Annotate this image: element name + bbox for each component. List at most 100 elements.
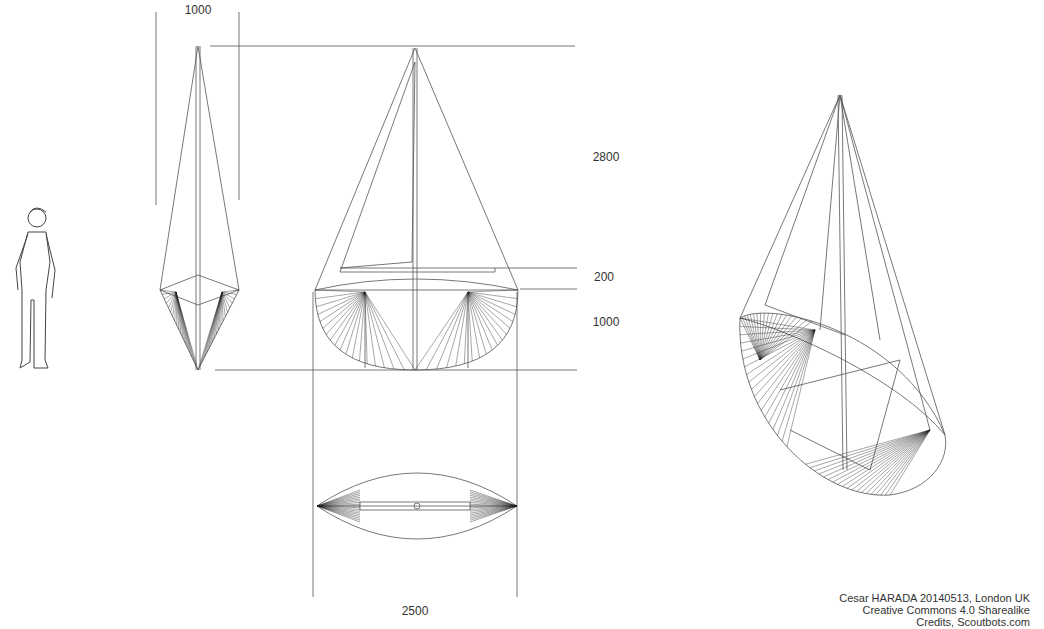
rigging-line bbox=[222, 290, 239, 292]
human-figure bbox=[16, 208, 55, 368]
rigging-line bbox=[773, 330, 815, 429]
rigging-line bbox=[470, 506, 517, 517]
rigging-line bbox=[470, 501, 517, 506]
rigging-line bbox=[365, 292, 415, 370]
rigging-line bbox=[426, 292, 468, 370]
rigging-line bbox=[317, 499, 360, 506]
rigging-line bbox=[470, 506, 517, 518]
rigging-line bbox=[468, 292, 498, 345]
rigging-line bbox=[317, 506, 360, 518]
rigging-line bbox=[753, 314, 760, 360]
rigging-line bbox=[468, 292, 510, 328]
rigging-line bbox=[323, 292, 365, 328]
rigging-line bbox=[814, 430, 930, 471]
rigging-line bbox=[365, 292, 404, 370]
rigging-line bbox=[470, 492, 517, 506]
rigging-line bbox=[470, 499, 517, 506]
rigging-line bbox=[176, 292, 198, 370]
rigging-line bbox=[468, 292, 517, 307]
rigging-line bbox=[317, 490, 360, 506]
rigging-line bbox=[317, 506, 360, 517]
rigging-line bbox=[346, 292, 365, 354]
rigging-line bbox=[760, 313, 773, 360]
rigging-line bbox=[468, 292, 502, 340]
rigging-line bbox=[470, 506, 517, 522]
credit-text: Cesar HARADA 20140513, London UK bbox=[839, 592, 1030, 604]
rigging-line bbox=[760, 313, 764, 360]
rigging-line bbox=[340, 292, 365, 350]
rigging-line bbox=[222, 292, 223, 321]
rigging-line bbox=[470, 506, 517, 520]
rigging-line bbox=[352, 292, 365, 358]
dimension-label: 2800 bbox=[591, 150, 622, 164]
rigging-line bbox=[175, 292, 176, 321]
rigging-line bbox=[468, 292, 507, 334]
side-view bbox=[156, 12, 577, 370]
front-view bbox=[313, 48, 577, 597]
rigging-line bbox=[754, 330, 815, 397]
rigging-line bbox=[470, 504, 517, 506]
rigging-line bbox=[470, 495, 517, 506]
rigging-line bbox=[317, 494, 360, 506]
rigging-line bbox=[747, 315, 760, 360]
rigging-line bbox=[750, 314, 760, 360]
rigging-line bbox=[470, 497, 517, 506]
rigging-line bbox=[470, 494, 517, 506]
rigging-line bbox=[760, 314, 777, 360]
top-view bbox=[317, 473, 517, 539]
rigging-line bbox=[456, 292, 468, 366]
credit-text: Credits, Scoutbots.com bbox=[916, 616, 1030, 628]
rigging-line bbox=[782, 330, 815, 441]
rigging-line bbox=[468, 292, 486, 354]
rigging-line bbox=[852, 430, 930, 490]
rigging-line bbox=[760, 321, 812, 360]
rigging-line bbox=[470, 506, 517, 515]
rigging-line bbox=[760, 317, 796, 360]
rigging-line bbox=[866, 430, 930, 494]
rigging-line bbox=[743, 330, 815, 359]
rigging-line bbox=[871, 430, 930, 494]
rigging-line bbox=[317, 495, 360, 506]
dimension-label: 2500 bbox=[400, 604, 431, 618]
rigging-line bbox=[317, 492, 360, 506]
rigging-line bbox=[765, 330, 815, 417]
rigging-line bbox=[760, 316, 791, 360]
rigging-line bbox=[876, 430, 930, 495]
rigging-line bbox=[317, 506, 360, 520]
rigging-line bbox=[315, 290, 365, 292]
rigging-line bbox=[760, 314, 782, 360]
rigging-line bbox=[365, 292, 384, 368]
rigging-line bbox=[317, 506, 360, 515]
dimension-label: 200 bbox=[592, 270, 616, 284]
rigging-line bbox=[320, 292, 365, 322]
rigging-line bbox=[742, 317, 760, 360]
rigging-line bbox=[760, 320, 807, 360]
rigging-line bbox=[365, 292, 375, 366]
rigging-line bbox=[861, 430, 930, 493]
rigging-line bbox=[335, 292, 365, 345]
rigging-line bbox=[468, 292, 513, 322]
rigging-line bbox=[857, 430, 930, 491]
rigging-line bbox=[326, 292, 365, 334]
rigging-line bbox=[470, 502, 517, 506]
rigging-line bbox=[777, 330, 815, 435]
rigging-line bbox=[318, 292, 365, 314]
rigging-line bbox=[761, 330, 815, 410]
dimension-label: 1000 bbox=[183, 3, 214, 17]
rigging-line bbox=[470, 490, 517, 506]
rigging-line bbox=[787, 330, 815, 447]
rigging-line bbox=[751, 330, 815, 389]
rigging-line bbox=[437, 292, 468, 369]
credit-text: Creative Commons 4.0 Sharealike bbox=[862, 604, 1030, 616]
rigging-line bbox=[365, 292, 367, 364]
rigging-line bbox=[757, 313, 760, 360]
rigging-line bbox=[758, 330, 815, 404]
rigging-line bbox=[222, 292, 228, 312]
rigging-line bbox=[160, 290, 176, 292]
rigging-line bbox=[468, 292, 515, 314]
rigging-line bbox=[468, 290, 518, 292]
rigging-line bbox=[315, 292, 365, 299]
rigging-line bbox=[198, 292, 222, 370]
rigging-line bbox=[317, 497, 360, 506]
